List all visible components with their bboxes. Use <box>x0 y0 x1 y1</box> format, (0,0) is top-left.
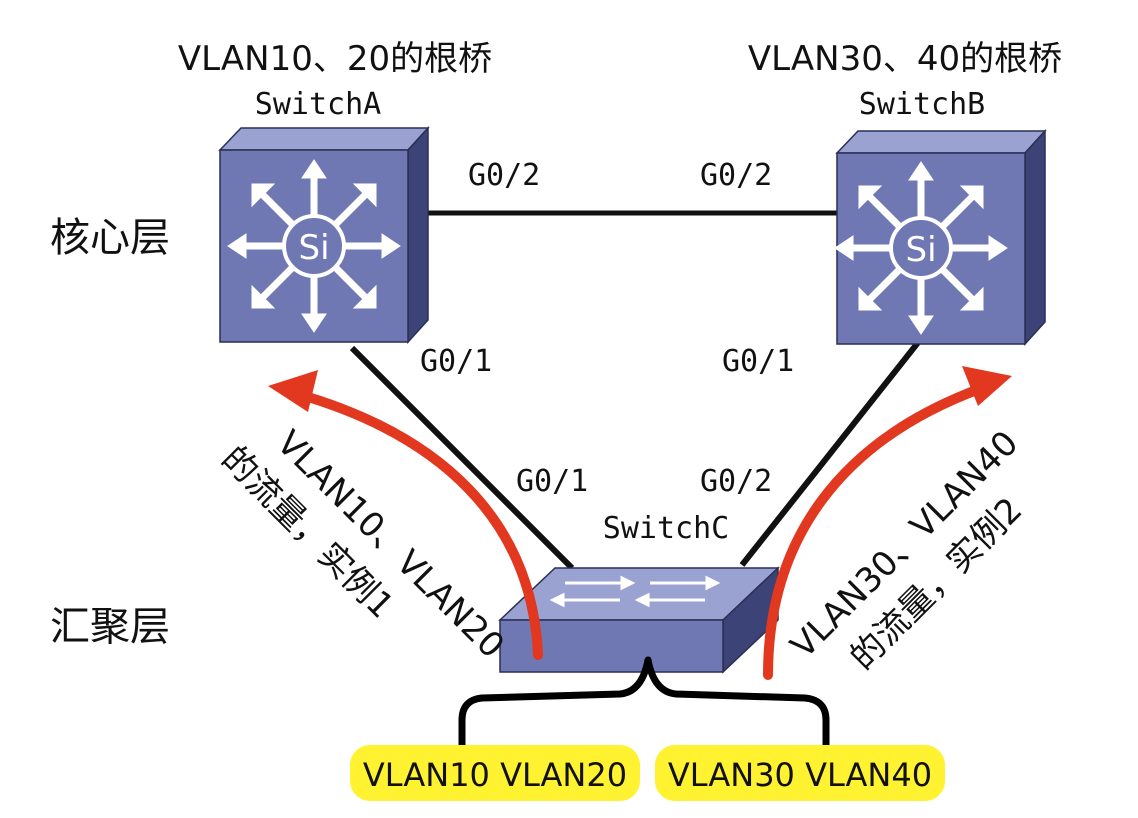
switch-a-label: SwitchA <box>255 87 381 122</box>
link-b-c <box>739 338 923 567</box>
port-b-g02: G0/2 <box>700 158 772 193</box>
port-a-g02: G0/2 <box>468 158 540 193</box>
switch-a-icon <box>218 126 430 344</box>
traffic-arrow-right <box>763 383 987 680</box>
switch-b-label: SwitchB <box>859 87 985 122</box>
port-b-g01: G0/1 <box>722 344 794 379</box>
port-c-g02: G0/2 <box>700 464 772 499</box>
flow-label-left: VLAN10、VLAN20 的流量，实例1 <box>213 423 511 666</box>
traffic-arrow-left-head <box>268 370 318 412</box>
link-a-c <box>349 345 575 571</box>
root-bridge-title-left: VLAN10、20的根桥 <box>178 39 492 79</box>
traffic-arrow-left <box>293 389 543 660</box>
port-c-g01: G0/1 <box>516 464 588 499</box>
switch-b-si-label: Si <box>905 230 936 270</box>
aggregation-layer-label: 汇聚层 <box>50 604 170 650</box>
traffic-arrow-right-head <box>962 366 1012 406</box>
vlan-group-right-highlight <box>655 745 945 801</box>
switch-a-si-label: Si <box>298 228 329 268</box>
root-bridge-title-right: VLAN30、40的根桥 <box>748 39 1062 79</box>
core-layer-label: 核心层 <box>50 215 170 261</box>
vlan-group-left-highlight <box>350 745 640 801</box>
switch-c-label: SwitchC <box>603 511 729 546</box>
switch-b-icon <box>834 129 1047 346</box>
port-a-g01: G0/1 <box>420 344 492 379</box>
vlan-group-left-label: VLAN10 VLAN20 <box>363 756 627 794</box>
switch-c-icon <box>498 566 780 674</box>
vlan-group-right-label: VLAN30 VLAN40 <box>668 756 932 794</box>
vlan-group-brace <box>458 656 830 748</box>
